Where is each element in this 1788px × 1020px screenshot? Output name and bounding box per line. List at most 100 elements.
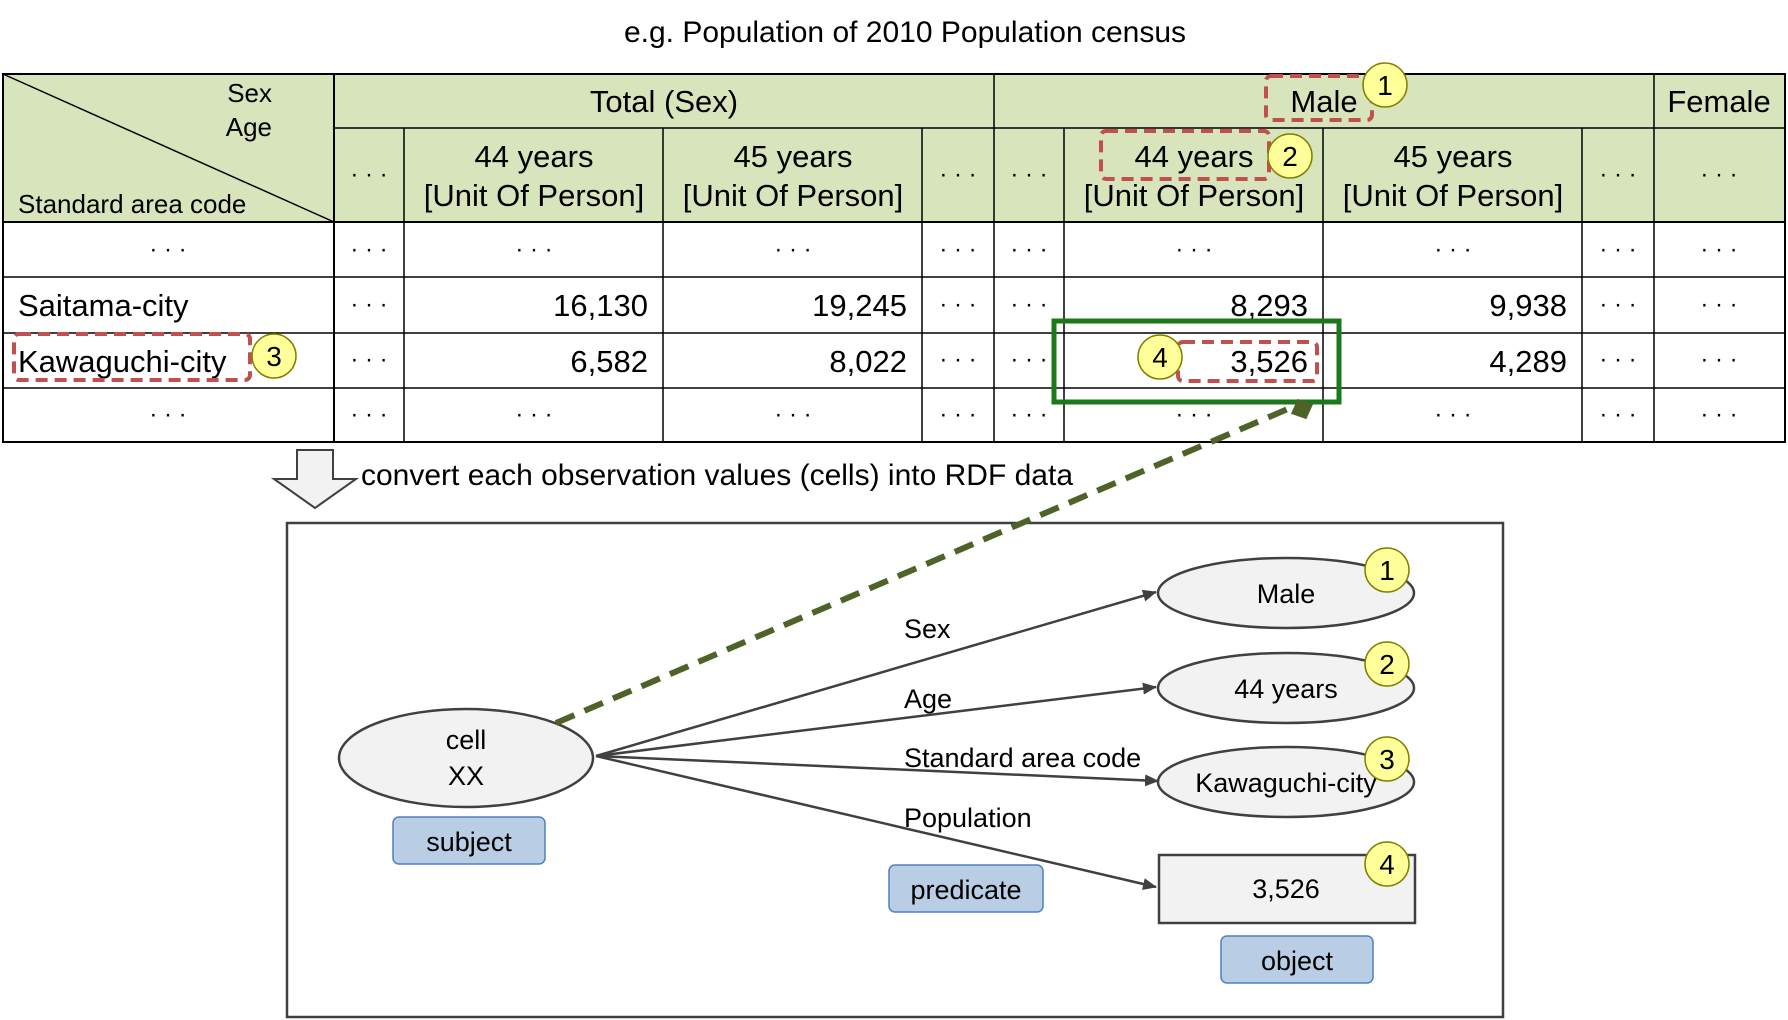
marker-2-rdf: 2	[1364, 641, 1410, 687]
ellipsis-cell: · · ·	[149, 236, 186, 263]
subheader-total-44-line2: [Unit Of Person]	[424, 178, 645, 213]
ellipsis-cell: · · ·	[1010, 161, 1047, 188]
ellipsis-cell: · · ·	[1700, 161, 1737, 188]
object-node-male	[1156, 556, 1416, 630]
marker-1-table: 1	[1362, 62, 1408, 108]
row-label-kawaguchi: Kawaguchi-city	[18, 344, 227, 379]
ellipsis-cell: · · ·	[939, 161, 976, 188]
marker-3-table: 3	[251, 333, 297, 379]
down-arrow-icon	[270, 449, 360, 510]
ellipsis-cell: · · ·	[1700, 291, 1737, 318]
corner-diagonal	[2, 73, 335, 223]
marker-1-rdf: 1	[1364, 547, 1410, 593]
cell-saitama-total-45: 19,245	[812, 288, 907, 323]
svg-text:4: 4	[1379, 849, 1395, 880]
ellipsis-cell: · · ·	[1700, 346, 1737, 373]
corner-area-label: Standard area code	[18, 189, 246, 219]
rdf-box	[285, 521, 1505, 1019]
object-node-age	[1156, 651, 1416, 725]
highlight-44years-dashed	[1099, 129, 1271, 181]
cell-kawaguchi-total-44: 6,582	[570, 344, 648, 379]
svg-text:1: 1	[1379, 555, 1395, 586]
dashed-link-diamond	[1290, 398, 1314, 420]
ellipsis-cell: · · ·	[350, 161, 387, 188]
ellipsis-cell: · · ·	[149, 401, 186, 428]
marker-4-table: 4	[1137, 334, 1183, 380]
predicate-tag-label: predicate	[910, 875, 1021, 905]
predicate-label-area: Standard area code	[904, 743, 1141, 773]
cell-kawaguchi-male-45: 4,289	[1489, 344, 1567, 379]
svg-text:3: 3	[1379, 744, 1395, 775]
edge-age	[595, 682, 1157, 758]
ellipsis-cell: · · ·	[774, 401, 811, 428]
ellipsis-cell: · · ·	[1434, 236, 1471, 263]
cell-kawaguchi-male-44: 3,526	[1230, 344, 1308, 379]
ellipsis-cell: · · ·	[1599, 346, 1636, 373]
diagram-title: e.g. Population of 2010 Population censu…	[624, 16, 1186, 49]
cell-saitama-male-45: 9,938	[1489, 288, 1567, 323]
ellipsis-cell: · · ·	[350, 346, 387, 373]
svg-text:2: 2	[1282, 141, 1298, 172]
object-tag-label: object	[1261, 946, 1334, 976]
ellipsis-cell: · · ·	[1599, 236, 1636, 263]
ellipsis-cell: · · ·	[1175, 401, 1212, 428]
marker-3-rdf: 3	[1364, 736, 1410, 782]
subject-tag	[392, 816, 546, 865]
predicate-label-age: Age	[904, 684, 952, 714]
object-node-area	[1156, 745, 1416, 819]
table-border	[2, 73, 1786, 443]
object-node-area-label: Kawaguchi-city	[1195, 768, 1377, 798]
ellipsis-cell: · · ·	[1599, 161, 1636, 188]
ellipsis-cell: · · ·	[939, 236, 976, 263]
subheader-total-44-line1: 44 years	[475, 139, 594, 174]
subject-node-line2: XX	[448, 761, 484, 791]
header-fill-columns	[334, 74, 1785, 222]
ellipsis-cell: · · ·	[515, 236, 552, 263]
subheader-male-45-line1: 45 years	[1394, 139, 1513, 174]
object-node-age-label: 44 years	[1234, 674, 1338, 704]
edge-population	[595, 754, 1157, 890]
subject-node	[337, 707, 595, 809]
ellipsis-cell: · · ·	[1434, 401, 1471, 428]
ellipsis-cell: · · ·	[1010, 291, 1047, 318]
ellipsis-cell: · · ·	[350, 236, 387, 263]
subheader-total-45-line2: [Unit Of Person]	[683, 178, 904, 213]
ellipsis-cell: · · ·	[1700, 401, 1737, 428]
ellipsis-cell: · · ·	[774, 236, 811, 263]
object-tag	[1220, 935, 1374, 984]
group-header-male: Male	[1290, 84, 1357, 119]
dashed-link-arrow	[554, 405, 1292, 726]
ellipsis-cell: · · ·	[1010, 236, 1047, 263]
group-header-female: Female	[1667, 84, 1770, 119]
predicate-label-population: Population	[904, 803, 1032, 833]
edge-area	[595, 754, 1159, 787]
subject-tag-label: subject	[426, 827, 512, 857]
predicate-tag	[888, 864, 1044, 913]
group-header-total: Total (Sex)	[590, 84, 738, 119]
ellipsis-cell: · · ·	[1599, 291, 1636, 318]
subheader-male-44-line1: 44 years	[1135, 139, 1254, 174]
object-node-male-label: Male	[1257, 579, 1316, 609]
ellipsis-cell: · · ·	[939, 291, 976, 318]
census-table: Sex Age Standard area code Total (Sex) M…	[2, 73, 1786, 443]
svg-text:4: 4	[1152, 342, 1168, 373]
corner-sex-label: Sex	[227, 78, 272, 108]
svg-text:3: 3	[266, 341, 282, 372]
ellipsis-cell: · · ·	[1175, 236, 1212, 263]
subject-node-line1: cell	[446, 725, 487, 755]
predicate-label-sex: Sex	[904, 614, 951, 644]
ellipsis-cell: · · ·	[939, 401, 976, 428]
corner-age-label: Age	[226, 112, 272, 142]
ellipsis-cell: · · ·	[350, 291, 387, 318]
row-label-saitama: Saitama-city	[18, 288, 189, 323]
subheader-male-45-line2: [Unit Of Person]	[1343, 178, 1564, 213]
marker-4-rdf: 4	[1364, 841, 1410, 887]
ellipsis-cell: · · ·	[1599, 401, 1636, 428]
svg-text:2: 2	[1379, 649, 1395, 680]
ellipsis-cell: · · ·	[1010, 401, 1047, 428]
highlight-kawaguchi-dashed	[12, 332, 252, 382]
edge-sex	[595, 589, 1157, 758]
cell-saitama-total-44: 16,130	[553, 288, 648, 323]
highlight-cell-green	[1051, 318, 1342, 405]
object-node-value-label: 3,526	[1252, 874, 1320, 904]
